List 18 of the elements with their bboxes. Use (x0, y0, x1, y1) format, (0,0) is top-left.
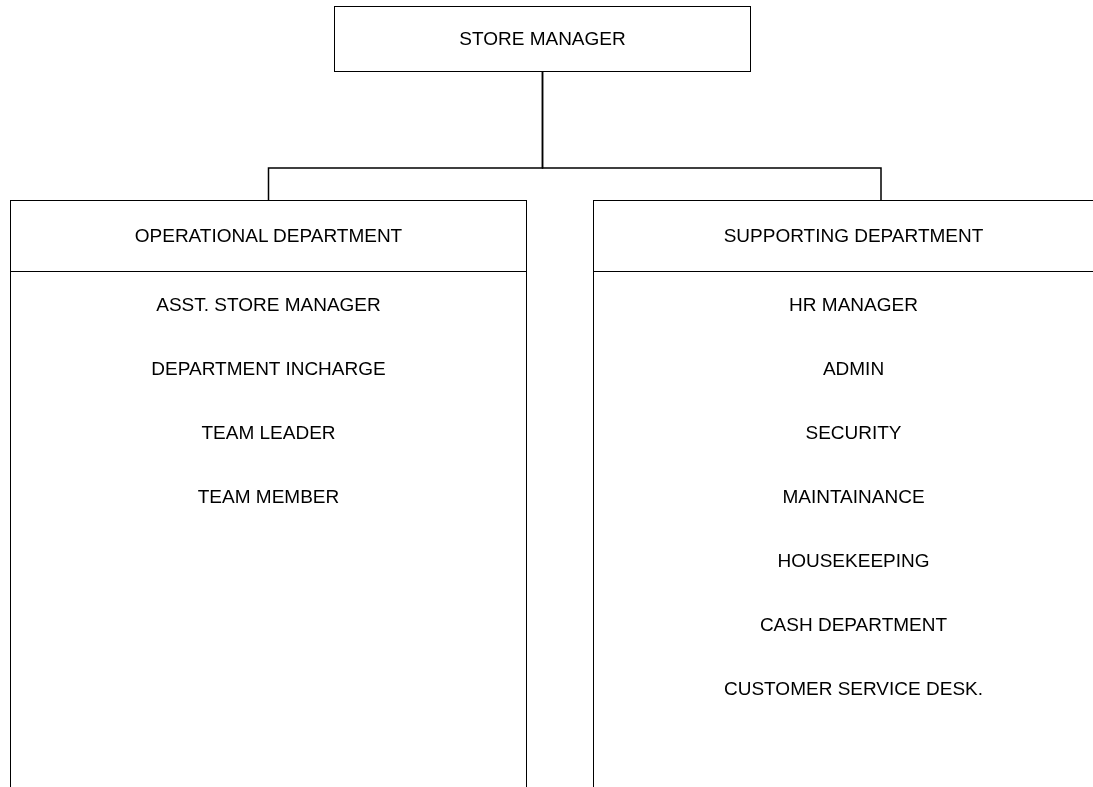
role-text: ADMIN (822, 358, 885, 379)
role-text: HOUSEKEEPING (777, 550, 930, 571)
box-title: STORE MANAGER (459, 28, 626, 50)
connector-line (541, 71, 882, 201)
role-text: CASH DEPARTMENT (759, 614, 948, 635)
panel-header: OPERATIONAL DEPARTMENT (11, 201, 526, 272)
panel-header: SUPPORTING DEPARTMENT (594, 201, 1093, 272)
department-panel (10, 200, 527, 787)
role-text: SECURITY (805, 422, 902, 443)
role-text: ASST. STORE MANAGER (156, 294, 381, 315)
manager-box (334, 6, 751, 72)
role-text: CUSTOMER SERVICE DESK. (724, 678, 983, 699)
role-text: TEAM LEADER (201, 422, 336, 443)
department-panel (593, 200, 1093, 787)
role-text: TEAM MEMBER (197, 486, 340, 507)
role-text: HR MANAGER (789, 294, 918, 315)
role-text: DEPARTMENT INCHARGE (151, 358, 386, 379)
role-text: MAINTAINANCE (782, 486, 925, 507)
